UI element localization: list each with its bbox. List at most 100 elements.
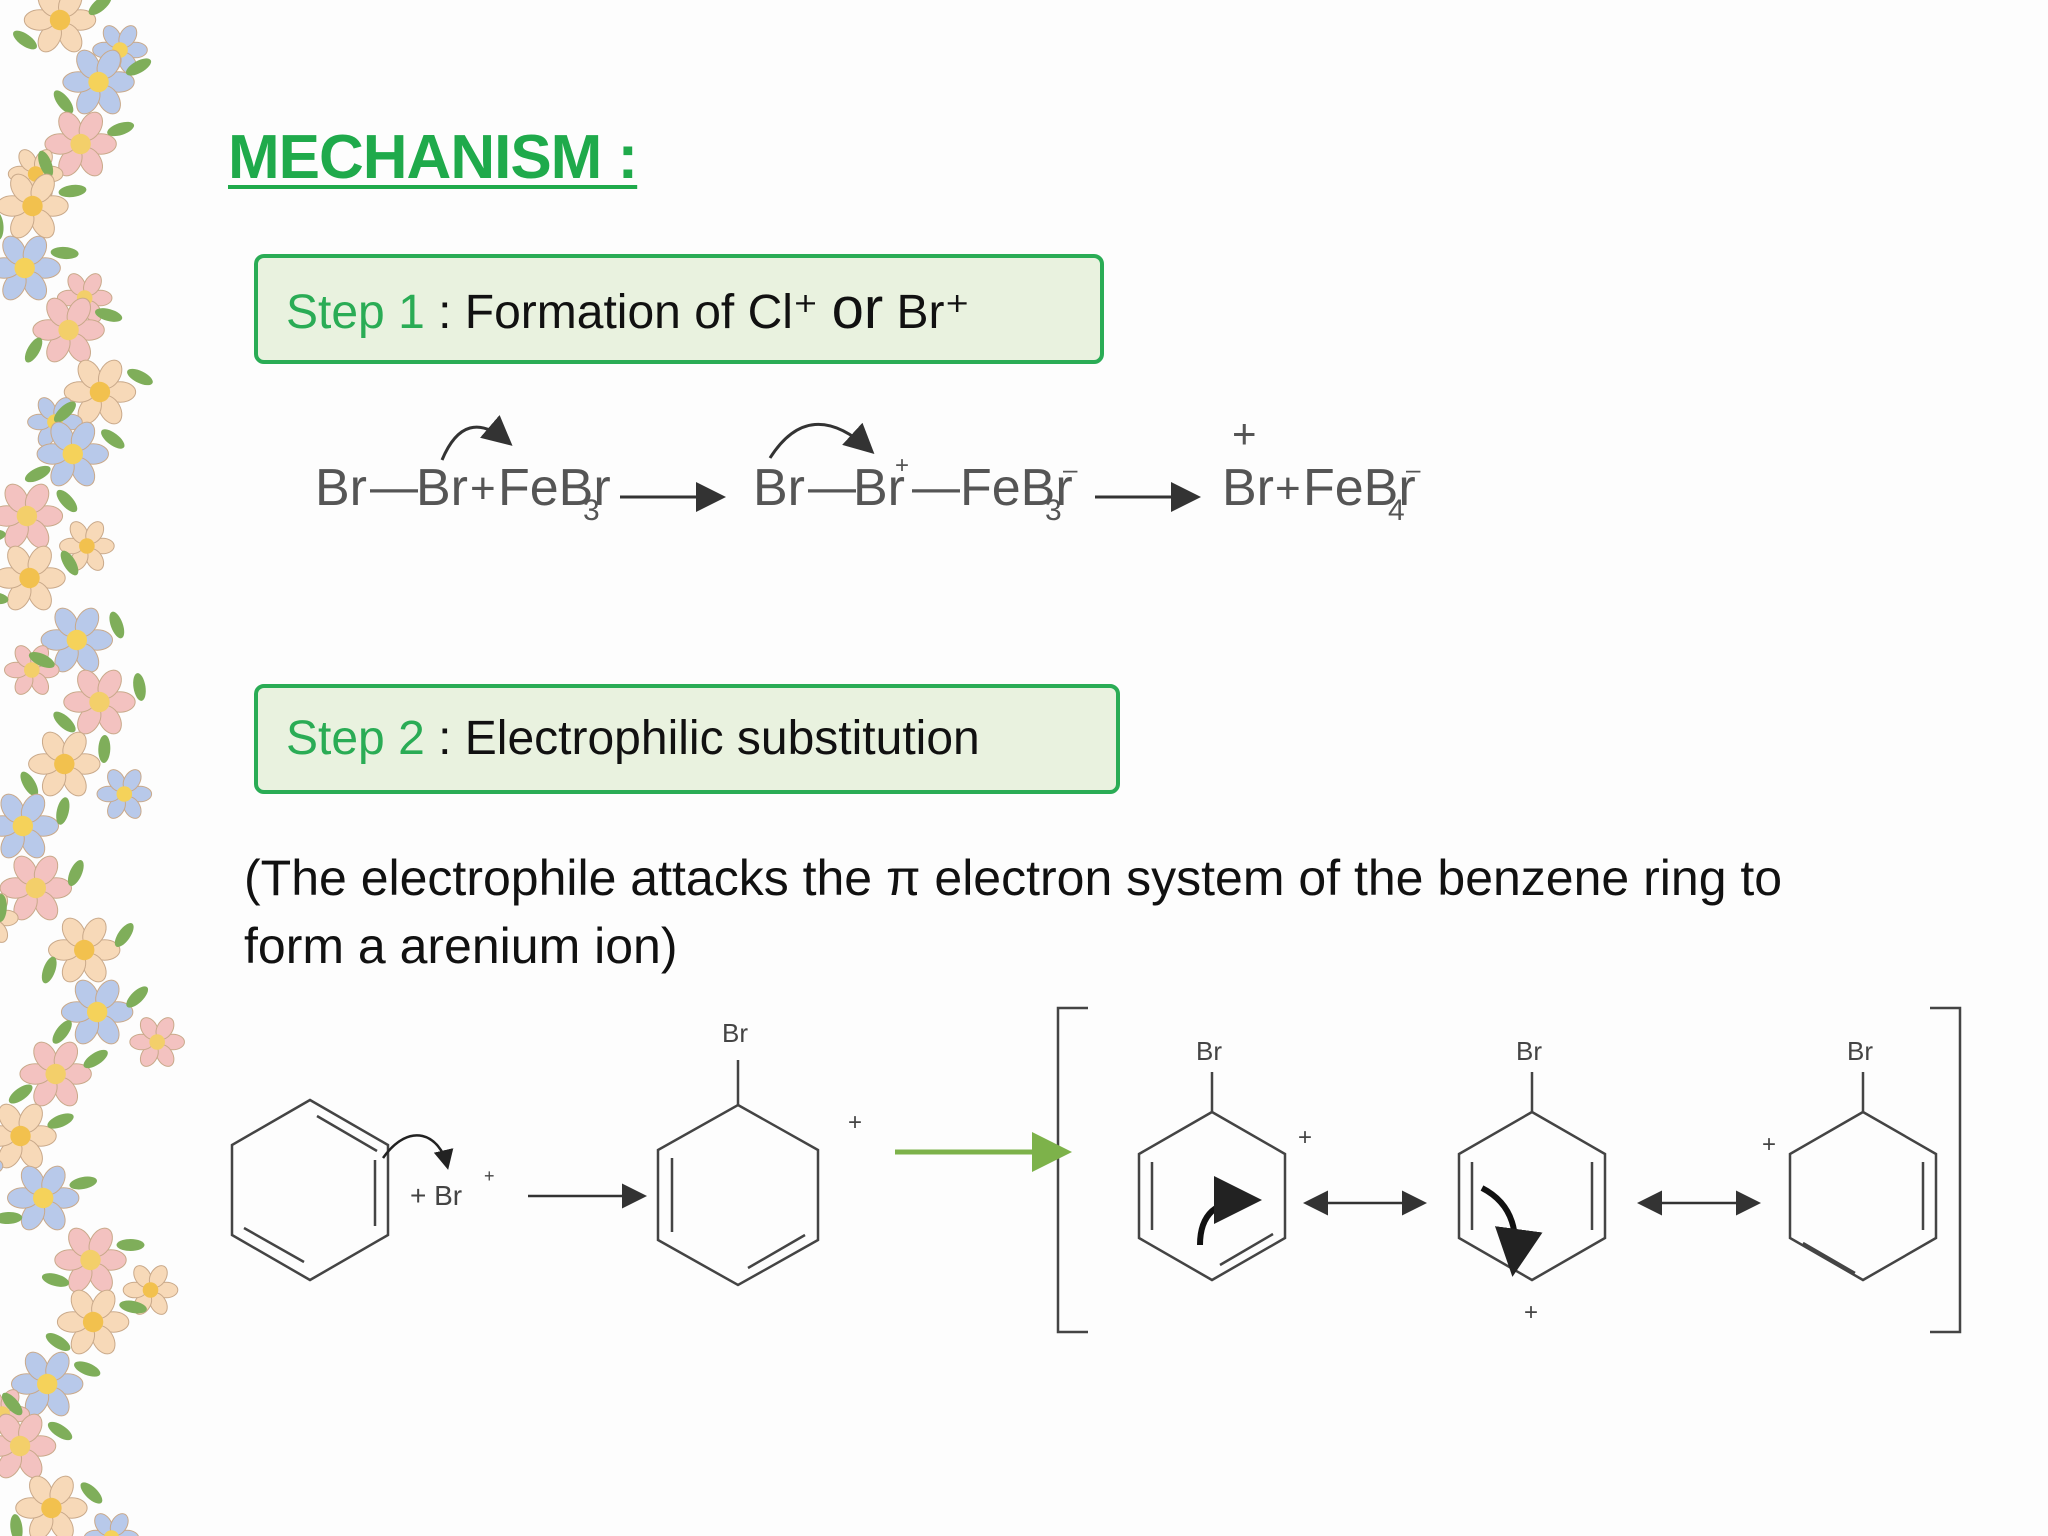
flower-decoration xyxy=(60,979,134,1045)
leaf-decoration xyxy=(69,1176,98,1190)
r1-minus2: – xyxy=(1406,454,1421,484)
r1-br2: Br xyxy=(416,459,468,517)
flower-decoration xyxy=(62,49,135,115)
flower-decoration xyxy=(0,855,73,921)
flower-decoration xyxy=(32,297,105,363)
r1-dash1: — xyxy=(370,461,418,514)
leaf-decoration xyxy=(0,894,7,922)
r1-dash2: — xyxy=(808,461,856,514)
slide-title: MECHANISM : xyxy=(228,123,638,192)
r1-febr3: FeBr xyxy=(498,459,611,517)
leaf-decoration xyxy=(41,956,57,984)
leaf-decoration xyxy=(24,337,43,363)
leaf-decoration xyxy=(114,923,134,947)
floral-border xyxy=(0,0,185,1536)
r1-febr3b: FeBr xyxy=(960,459,1073,517)
r2-plus-br: + Br xyxy=(410,1180,462,1211)
step2-description: (The electrophile attacks the π electron… xyxy=(244,850,1783,974)
flower-decoration xyxy=(59,521,115,571)
leaf-decoration xyxy=(53,711,76,733)
leaf-decoration xyxy=(133,673,146,701)
r1-minus1: – xyxy=(1063,454,1078,484)
flower-decoration xyxy=(54,1227,127,1293)
r1-br1: Br xyxy=(315,459,367,517)
r1-br4: Br xyxy=(853,459,905,517)
flower-decoration xyxy=(28,731,101,797)
leaf-decoration xyxy=(50,246,79,260)
leaf-decoration xyxy=(80,1482,103,1504)
leaf-decoration xyxy=(119,1300,147,1314)
leaf-decoration xyxy=(127,368,153,386)
step2-box: Step 2 : Electrophilic substitution xyxy=(254,684,1120,794)
leaf-decoration xyxy=(74,1361,101,1377)
resonance-ring-1 xyxy=(1137,1110,1287,1282)
leaf-decoration xyxy=(116,1239,145,1251)
step2-text: : Electrophilic substitution xyxy=(424,712,980,765)
leaf-decoration xyxy=(0,1211,23,1225)
flower-decoration xyxy=(0,1413,57,1479)
flower-decoration xyxy=(0,1103,57,1169)
leaf-decoration xyxy=(88,0,112,16)
step1-text: : Formation of Cl⁺ xyxy=(424,286,832,339)
leaf-decoration xyxy=(67,859,84,887)
leaf-decoration xyxy=(60,550,79,576)
flower-decoration xyxy=(15,1475,88,1536)
flower-decoration xyxy=(129,1017,185,1067)
leaf-decoration xyxy=(58,184,87,198)
r2-br-a: Br xyxy=(722,1018,748,1048)
leaf-decoration xyxy=(28,651,55,669)
flower-decoration xyxy=(19,1041,92,1107)
step1-label: Step 1 xyxy=(286,286,425,339)
leaf-decoration xyxy=(53,401,76,423)
flower-decoration xyxy=(63,359,137,425)
leaf-decoration xyxy=(56,797,70,825)
r1-curved-arrow1 xyxy=(440,414,513,461)
leaf-decoration xyxy=(8,1084,33,1104)
curved-arrow-res2 xyxy=(1480,1185,1543,1277)
r1-dash3: — xyxy=(912,461,960,514)
r2-br-c: Br xyxy=(1516,1036,1542,1066)
right-bracket xyxy=(1930,1006,1962,1334)
leaf-decoration xyxy=(24,465,51,483)
r2-sup-plus: + xyxy=(484,1166,495,1186)
flower-decoration xyxy=(40,607,114,673)
left-bracket xyxy=(1056,1006,1088,1334)
r2-plus-c: + xyxy=(1524,1299,1538,1326)
resonance-ring-3 xyxy=(1788,1110,1938,1282)
leaf-decoration xyxy=(126,986,149,1008)
leaf-decoration xyxy=(56,489,78,513)
flower-decoration xyxy=(83,1513,139,1536)
leaf-decoration xyxy=(125,58,152,76)
r1-sub3b: 3 xyxy=(1045,494,1062,527)
benzene-ring xyxy=(230,1098,390,1282)
r1-br3: Br xyxy=(753,459,805,517)
step1-or: or xyxy=(831,276,884,341)
leaf-decoration xyxy=(47,1421,73,1441)
flower-decoration xyxy=(56,1289,130,1355)
leaf-decoration xyxy=(98,735,111,763)
r1-plus-sup: + xyxy=(895,452,909,479)
curved-arrow-benzene xyxy=(381,1134,454,1170)
leaf-decoration xyxy=(38,150,54,178)
flower-decoration xyxy=(63,669,136,735)
leaf-decoration xyxy=(94,308,123,322)
leaf-decoration xyxy=(101,429,125,449)
leaf-decoration xyxy=(20,771,39,797)
r1-curved-arrow2 xyxy=(768,422,875,459)
resonance-ring-2 xyxy=(1457,1110,1607,1282)
r2-plus-a: + xyxy=(848,1109,862,1136)
leaf-decoration xyxy=(107,121,135,137)
r2-br-b: Br xyxy=(1196,1036,1222,1066)
leaf-decoration xyxy=(53,90,74,114)
r1-br5: Br xyxy=(1222,459,1274,517)
flower-decoration xyxy=(0,235,61,301)
flower-decoration xyxy=(4,645,60,695)
reaction1-scheme: Br — Br + FeBr 3 Br — Br + — FeBr 3 – + … xyxy=(315,410,1421,527)
flower-decoration xyxy=(0,173,69,239)
leaf-decoration xyxy=(0,212,4,240)
r1-sub4: 4 xyxy=(1388,494,1405,527)
arenium-ring xyxy=(656,1103,820,1287)
flower-decoration xyxy=(7,1165,80,1231)
leaf-decoration xyxy=(10,1514,23,1536)
step1-box: Step 1 : Formation of Cl⁺ or Br⁺ xyxy=(254,254,1104,364)
